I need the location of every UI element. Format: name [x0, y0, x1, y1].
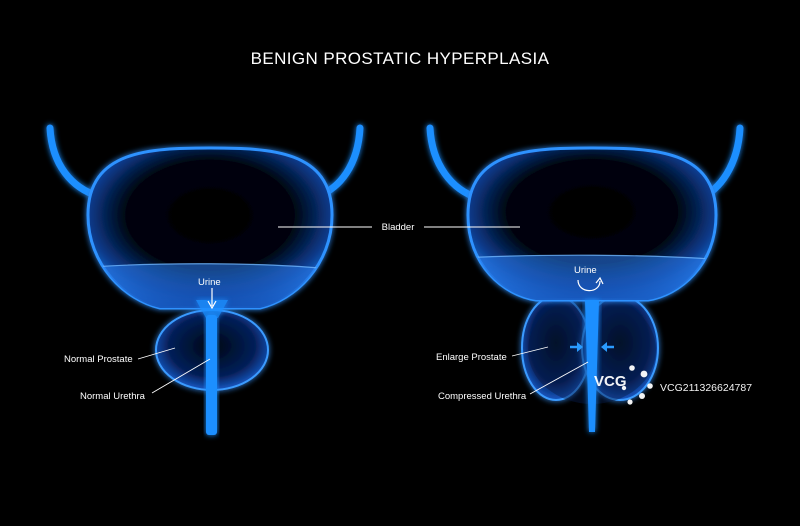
watermark-logo: VCG [594, 373, 627, 390]
urine-label-left: Urine [198, 277, 221, 288]
urine-retention-arrow-icon [577, 279, 601, 292]
normal-urethra-label: Normal Urethra [80, 391, 146, 402]
compression-arrow-right-icon [601, 342, 607, 352]
diagram-title: BENIGN PROSTATIC HYPERPLASIA [251, 49, 550, 68]
bph-urine-fill [468, 255, 716, 300]
compression-arrow-left-icon [577, 342, 583, 352]
normal-prostate-label: Normal Prostate [64, 354, 133, 365]
watermark-code: VCG211326624787 [660, 382, 752, 394]
compressed-urethra-label: Compressed Urethra [438, 391, 527, 402]
left-ureter-left [46, 124, 102, 200]
watermark-mark-icon [621, 365, 653, 405]
right-ureter-left [426, 124, 482, 202]
bladder-label: Bladder [382, 222, 415, 233]
normal-urethra-shape [206, 315, 217, 435]
normal-anatomy [46, 124, 364, 435]
compressed-urethra-shape [585, 300, 599, 432]
urine-label-right: Urine [574, 265, 597, 276]
watermark: VCG VCG211326624787 [594, 365, 752, 405]
enlarge-prostate-label: Enlarge Prostate [436, 352, 507, 363]
